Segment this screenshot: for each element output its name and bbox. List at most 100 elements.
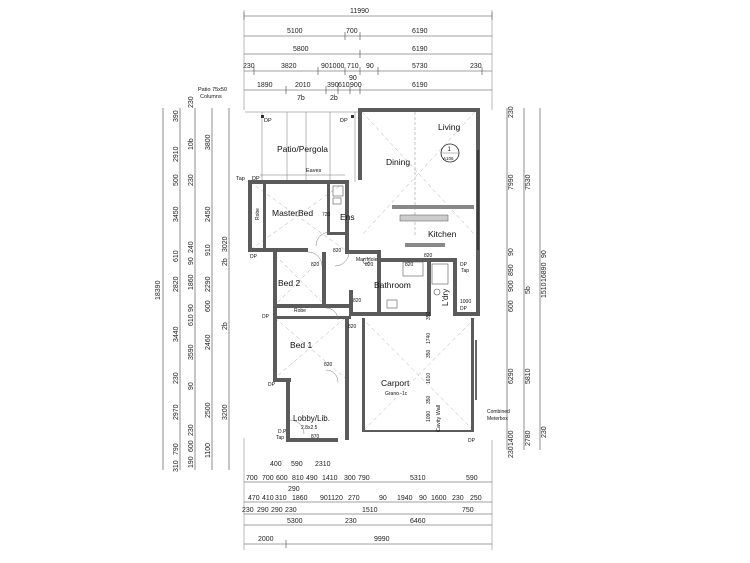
bath-shower: [402, 261, 424, 277]
dim-l2-390: 390: [173, 110, 180, 122]
dim-r2-5b: 5b: [525, 286, 532, 294]
room-bathroom: Bathroom: [374, 280, 411, 290]
room-dining: Dining: [386, 157, 410, 167]
windows: [475, 150, 479, 400]
dim-r3-230: 230: [541, 426, 548, 438]
dp-bed1: DP: [262, 314, 270, 320]
dim-b4-290a: 290: [257, 507, 269, 514]
dim-l3-90b: 90: [188, 304, 195, 312]
dim-b1-810: 810: [292, 475, 304, 482]
dp-patio-tap: DP: [252, 176, 260, 182]
dim-l3-1860: 1860: [188, 274, 195, 290]
door-820-bed2: 820: [311, 262, 320, 268]
dim-r1-600: 600: [508, 300, 515, 312]
dim-total-width: 11990: [350, 8, 369, 15]
dim-l4-600: 600: [205, 300, 212, 312]
dim-b6-9990: 9990: [374, 536, 390, 543]
dim-901000: 901000: [321, 63, 344, 70]
room-bed2: Bed 2: [278, 278, 300, 288]
dim-b3-410: 410: [262, 495, 274, 502]
room-masterbed: MasterBed: [272, 208, 313, 218]
dim-18390: 18390: [155, 280, 162, 300]
dim-l2-310: 310: [173, 460, 180, 472]
door-swing-robe: [325, 307, 339, 321]
dim-l4-3800: 3800: [205, 134, 212, 150]
dim-r1-890: 890: [508, 264, 515, 276]
dim-l2-2910: 2910: [173, 146, 180, 162]
dim-b6-2000: 2000: [258, 536, 274, 543]
door-swing-hall: [334, 251, 350, 267]
dim-l5-2b-a: 2b: [222, 258, 229, 266]
eaves-label: Eaves: [306, 168, 322, 174]
patio-columns-note2: Columns: [200, 94, 222, 100]
dim-l5-3020: 3020: [222, 236, 229, 252]
door-swing-ens: [315, 231, 331, 247]
dp-patio-left: DP: [264, 118, 272, 124]
dim-b1-300: 300: [344, 475, 356, 482]
door-820-ens: 820: [333, 248, 342, 254]
dp-laundry-2: DP: [460, 306, 468, 312]
dim-l3-230b: 230: [188, 174, 195, 186]
door-820-bed1a: 820: [348, 324, 357, 330]
dim-l2-500: 500: [173, 174, 180, 186]
stair-350c: 350: [426, 395, 432, 404]
right-dimensions: 230 7990 90 890 900 600 6290 1400 230 75…: [506, 106, 548, 458]
dim-l5-2b-b: 2b: [222, 322, 229, 330]
dim-5100: 5100: [287, 28, 303, 35]
ceiling-diagonals: [249, 111, 476, 433]
door-870: 870: [311, 434, 320, 440]
room-laundry: L'dry: [441, 289, 450, 306]
dim-l5-3200: 3200: [222, 404, 229, 420]
dim-3820: 3820: [281, 63, 297, 70]
stair-1090: 1090: [426, 411, 432, 422]
combined-label: Combined: [487, 409, 510, 415]
dim-b2-290: 290: [288, 486, 300, 493]
dim-b5-230: 230: [345, 518, 357, 525]
bath-basin: [386, 299, 398, 309]
room-lobby: Lobby/Lib.: [293, 414, 330, 423]
dim-l3-3590: 3590: [188, 344, 195, 360]
dp-laundry: DP: [460, 262, 468, 268]
man-hole-symbol: [362, 257, 370, 265]
dim-r2-5810: 5810: [525, 368, 532, 384]
dim-b3-1600: 1600: [431, 495, 447, 502]
dim-r4-16890: 16890: [541, 262, 548, 282]
top-dimensions: 11990 5100 700 6190 5800 6190 230 3820 9…: [243, 8, 493, 102]
stair-1610: 1610: [426, 373, 432, 384]
dim-r3-1510: 1510: [541, 282, 548, 298]
dp-patio-right: DP: [340, 118, 348, 124]
door-820-bath: 820: [405, 262, 414, 268]
room-ens: Ens: [340, 212, 355, 222]
laundry-tub: [431, 263, 449, 285]
room-labels: Living Dining MasterBed Ens Kitchen Bed …: [272, 122, 460, 431]
fixtures: [332, 185, 449, 309]
dim-b3-90b: 90: [419, 495, 427, 502]
dim-b3-310: 310: [275, 495, 287, 502]
stair-1740: 1740: [426, 333, 432, 344]
dim-900: 900: [350, 82, 362, 89]
door-swing-bed1: [325, 369, 339, 383]
dim-b3-250: 250: [470, 495, 482, 502]
dim-230a: 230: [243, 63, 255, 70]
patio-columns-note: Patio 75x50: [198, 87, 227, 93]
door-820-bath2: 820: [353, 298, 362, 304]
dim-5730: 5730: [412, 63, 428, 70]
dim-b0-2310: 2310: [315, 461, 331, 468]
robe-bed2: Robe: [294, 308, 306, 314]
dim-r1-90: 90: [508, 248, 515, 256]
dim-l4-2450: 2450: [205, 206, 212, 222]
lobby-sub: 2.8x2.5: [301, 425, 318, 431]
dim-b3-470: 470: [248, 495, 260, 502]
dim-l4-2500: 2500: [205, 402, 212, 418]
dim-b4-290b: 290: [271, 507, 283, 514]
dp-front: D.P: [278, 429, 287, 435]
room-living: Living: [438, 122, 460, 132]
dim-2b: 2b: [330, 95, 338, 102]
dim-l2-3450: 3450: [173, 206, 180, 222]
dim-b5-5300: 5300: [287, 518, 303, 525]
dim-90a: 90: [366, 63, 374, 70]
door-820-bed1b: 820: [324, 362, 333, 368]
dim-b1-1410: 1410: [322, 475, 338, 482]
dim-b4-750: 750: [462, 507, 474, 514]
